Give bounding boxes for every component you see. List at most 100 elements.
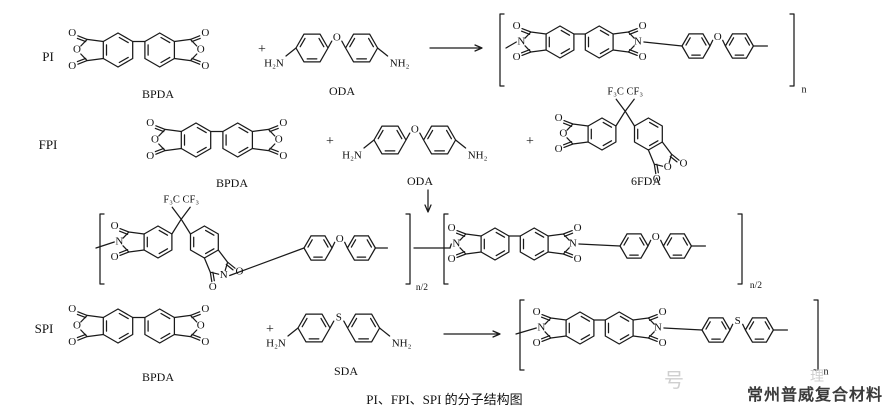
five-membered-ring (540, 313, 567, 343)
benzene-ring (519, 227, 549, 261)
carbonyl-oxygen: O (279, 117, 287, 129)
carbonyl-oxygen: O (448, 222, 456, 234)
polymer-bracket (405, 213, 411, 285)
hexafluoroisopropylidene (171, 206, 192, 235)
anhydride-oxygen: O (151, 134, 159, 146)
reaction-arrow (443, 330, 501, 338)
monomer-label-oda: ODA (329, 84, 355, 98)
amine-group: H₂N (342, 150, 362, 162)
monomer-label-oda: ODA (407, 174, 433, 188)
anhydride-oxygen: O (275, 134, 283, 146)
plus-sign: + (326, 134, 334, 149)
plus-sign: + (526, 134, 534, 149)
benzene-ring (180, 122, 212, 158)
carbonyl-oxygen: O (68, 336, 76, 348)
imide-nitrogen: N (569, 238, 577, 250)
anhydride-oxygen: O (559, 128, 567, 140)
carbonyl-oxygen: O (201, 27, 209, 39)
polymer-bracket (737, 213, 743, 285)
carbonyl-oxygen: O (513, 51, 521, 63)
ether-oxygen: O (333, 32, 341, 44)
carbonyl-oxygen: O (513, 20, 521, 32)
benzene-ring (565, 311, 595, 345)
row-label-pi: PI (42, 49, 54, 64)
benzene-ring (102, 32, 134, 68)
benzene-ring (480, 227, 510, 261)
reaction-arrow (429, 44, 483, 52)
amine-bond (363, 139, 467, 149)
imide-nitrogen: N (517, 36, 525, 48)
amine-bond (285, 47, 389, 57)
five-membered-ring (173, 311, 201, 341)
carbonyl-oxygen: O (659, 306, 667, 318)
monomer-label-sda: SDA (334, 364, 358, 378)
benzene-ring (545, 25, 575, 59)
monomer-label-bpda: BPDA (216, 176, 248, 190)
benzene-ring (222, 122, 254, 158)
five-membered-ring (76, 35, 104, 65)
polymer-bracket (789, 13, 795, 87)
monomer-label-6fda: 6FDA (631, 174, 661, 188)
row-label-fpi: FPI (39, 137, 58, 152)
reaction-arrow (424, 189, 432, 213)
carbonyl-oxygen: O (111, 251, 119, 263)
carbonyl-oxygen: O (146, 117, 154, 129)
polymer-bracket (443, 213, 449, 285)
amine-bond (287, 327, 391, 337)
carbonyl-oxygen: O (448, 253, 456, 265)
chain-bond (229, 247, 389, 277)
ether-oxygen: O (652, 231, 660, 243)
benzene-ring (604, 311, 634, 345)
carbonyl-oxygen: O (555, 143, 563, 155)
repeat-subscript: n/2 (416, 283, 428, 293)
diaryl-unit (619, 233, 693, 259)
chain-bond (578, 243, 707, 247)
imide-nitrogen: N (220, 269, 228, 281)
monomer-label-bpda: BPDA (142, 370, 174, 384)
chain-bond (505, 41, 517, 49)
diaryl-unit (701, 317, 775, 343)
carbonyl-oxygen: O (574, 253, 582, 265)
five-membered-ring (251, 125, 279, 155)
carbonyl-oxygen: O (533, 337, 541, 349)
anhydride-oxygen: O (197, 320, 205, 332)
imide-nitrogen: N (654, 322, 662, 334)
carbonyl-oxygen: O (653, 173, 661, 185)
imide-nitrogen: N (452, 238, 460, 250)
amine-group: H₂N (264, 58, 284, 70)
imide-nitrogen: N (115, 236, 123, 248)
five-membered-ring (547, 229, 574, 259)
amine-group: H₂N (266, 338, 286, 350)
benzene-ring (144, 308, 176, 344)
chain-bond (449, 243, 452, 249)
anhydride-oxygen: O (73, 320, 81, 332)
plus-sign: + (266, 322, 274, 337)
polymer-bracket (519, 299, 525, 371)
anhydride-oxygen: O (664, 161, 672, 173)
five-membered-ring (520, 27, 547, 57)
carbonyl-oxygen: O (111, 220, 119, 232)
carbonyl-oxygen: O (236, 265, 244, 277)
trifluoromethyl-groups: F₃C CF₃ (163, 195, 199, 206)
imide-nitrogen: N (634, 36, 642, 48)
carbonyl-oxygen: O (555, 112, 563, 124)
thioether-sulfur: S (336, 312, 342, 324)
diaryl-unit (295, 33, 379, 63)
polymer-bracket (99, 213, 105, 285)
carbonyl-oxygen: O (659, 337, 667, 349)
carbonyl-oxygen: O (680, 157, 688, 169)
carbonyl-oxygen: O (574, 222, 582, 234)
chain-bond (643, 41, 769, 47)
ether-oxygen: O (336, 233, 344, 245)
benzene-ring (143, 225, 173, 259)
carbonyl-oxygen: O (639, 51, 647, 63)
carbonyl-oxygen: O (68, 60, 76, 72)
five-membered-ring (154, 125, 182, 155)
repeat-subscript: n (824, 366, 829, 377)
repeat-subscript: n/2 (750, 281, 762, 291)
amine-group: NH₂ (390, 58, 410, 70)
carbonyl-oxygen: O (209, 281, 217, 293)
carbonyl-oxygen: O (68, 27, 76, 39)
